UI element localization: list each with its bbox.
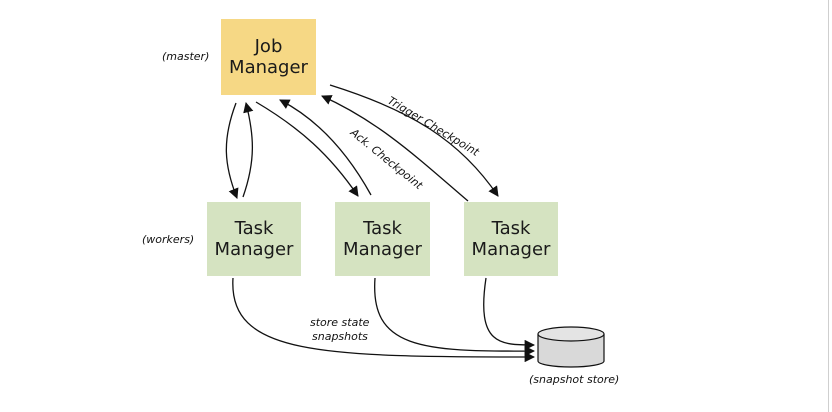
snapshot-store-cylinder <box>537 326 605 368</box>
task-manager-line2: Manager <box>214 239 294 260</box>
arrow-tm2-to-jm <box>279 99 372 196</box>
arrow-tm2-to-store <box>374 277 536 357</box>
task-manager-line2: Manager <box>471 239 551 260</box>
job-manager-line1: Job <box>254 36 283 57</box>
arrow-trigger-checkpoint <box>329 84 499 197</box>
store-state-label-line1: store state <box>310 316 370 329</box>
arrow-ack-checkpoint <box>321 95 469 202</box>
job-manager-line2: Manager <box>229 57 308 78</box>
arrow-tm1-to-store <box>232 277 536 363</box>
task-manager-box-2: Task Manager <box>335 202 430 276</box>
arrow-jm-to-tm2 <box>255 101 359 197</box>
task-manager-line1: Task <box>491 218 531 239</box>
job-manager-box: Job Manager <box>221 19 316 95</box>
store-state-label-line2: snapshots <box>312 330 368 343</box>
task-manager-box-1: Task Manager <box>207 202 301 276</box>
arrow-tm1-to-jm <box>242 101 254 198</box>
task-manager-line1: Task <box>234 218 274 239</box>
task-manager-line2: Manager <box>343 239 422 260</box>
snapshot-store-label: (snapshot store) <box>529 373 620 386</box>
frame-edge <box>828 0 829 412</box>
task-manager-line1: Task <box>363 218 402 239</box>
workers-role-label: (workers) <box>142 233 195 246</box>
task-manager-box-3: Task Manager <box>464 202 558 276</box>
master-role-label: (master) <box>162 50 210 63</box>
arrow-tm3-to-store <box>483 277 536 351</box>
arrow-jm-to-tm1 <box>225 102 239 199</box>
